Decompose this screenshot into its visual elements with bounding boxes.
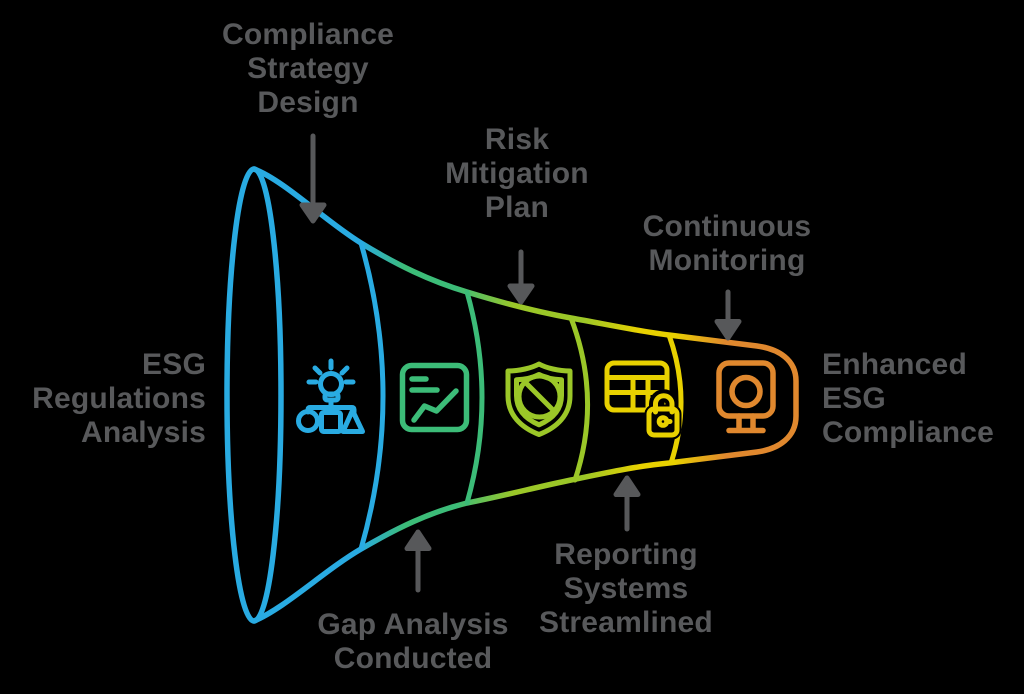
arrow-gap-analysis: [404, 529, 432, 593]
divider-2: [464, 289, 485, 506]
arrow-reporting-systems: [613, 475, 641, 532]
shield-prohibition-icon: [505, 361, 573, 437]
pointer-arrows: [299, 133, 742, 593]
label-enhanced-esg-compliance: Enhanced ESG Compliance: [822, 348, 995, 449]
arrow-risk-mitigation: [507, 249, 535, 305]
divider-1: [358, 240, 386, 552]
table-lock-icon: [604, 360, 682, 440]
label-compliance-strategy-design: Compliance Strategy Design: [221, 18, 395, 119]
label-gap-analysis-conducted: Gap Analysis Conducted: [317, 608, 509, 675]
label-esg-regulations-analysis: ESG Regulations Analysis: [32, 348, 206, 449]
divider-4: [666, 332, 684, 466]
monitor-icon: [716, 360, 776, 434]
idea-strategy-icon: [296, 358, 365, 434]
funnel-outline: [251, 166, 799, 624]
arrow-compliance-strategy: [299, 133, 327, 224]
label-continuous-monitoring: Continuous Monitoring: [642, 210, 812, 277]
label-risk-mitigation-plan: Risk Mitigation Plan: [445, 123, 589, 224]
chart-report-icon: [399, 362, 470, 433]
arrow-continuous-monitoring: [714, 289, 742, 341]
divider-3: [568, 315, 591, 483]
label-reporting-systems-streamlined: Reporting Systems Streamlined: [539, 538, 713, 639]
funnel-mouth-ellipse: [224, 166, 284, 624]
